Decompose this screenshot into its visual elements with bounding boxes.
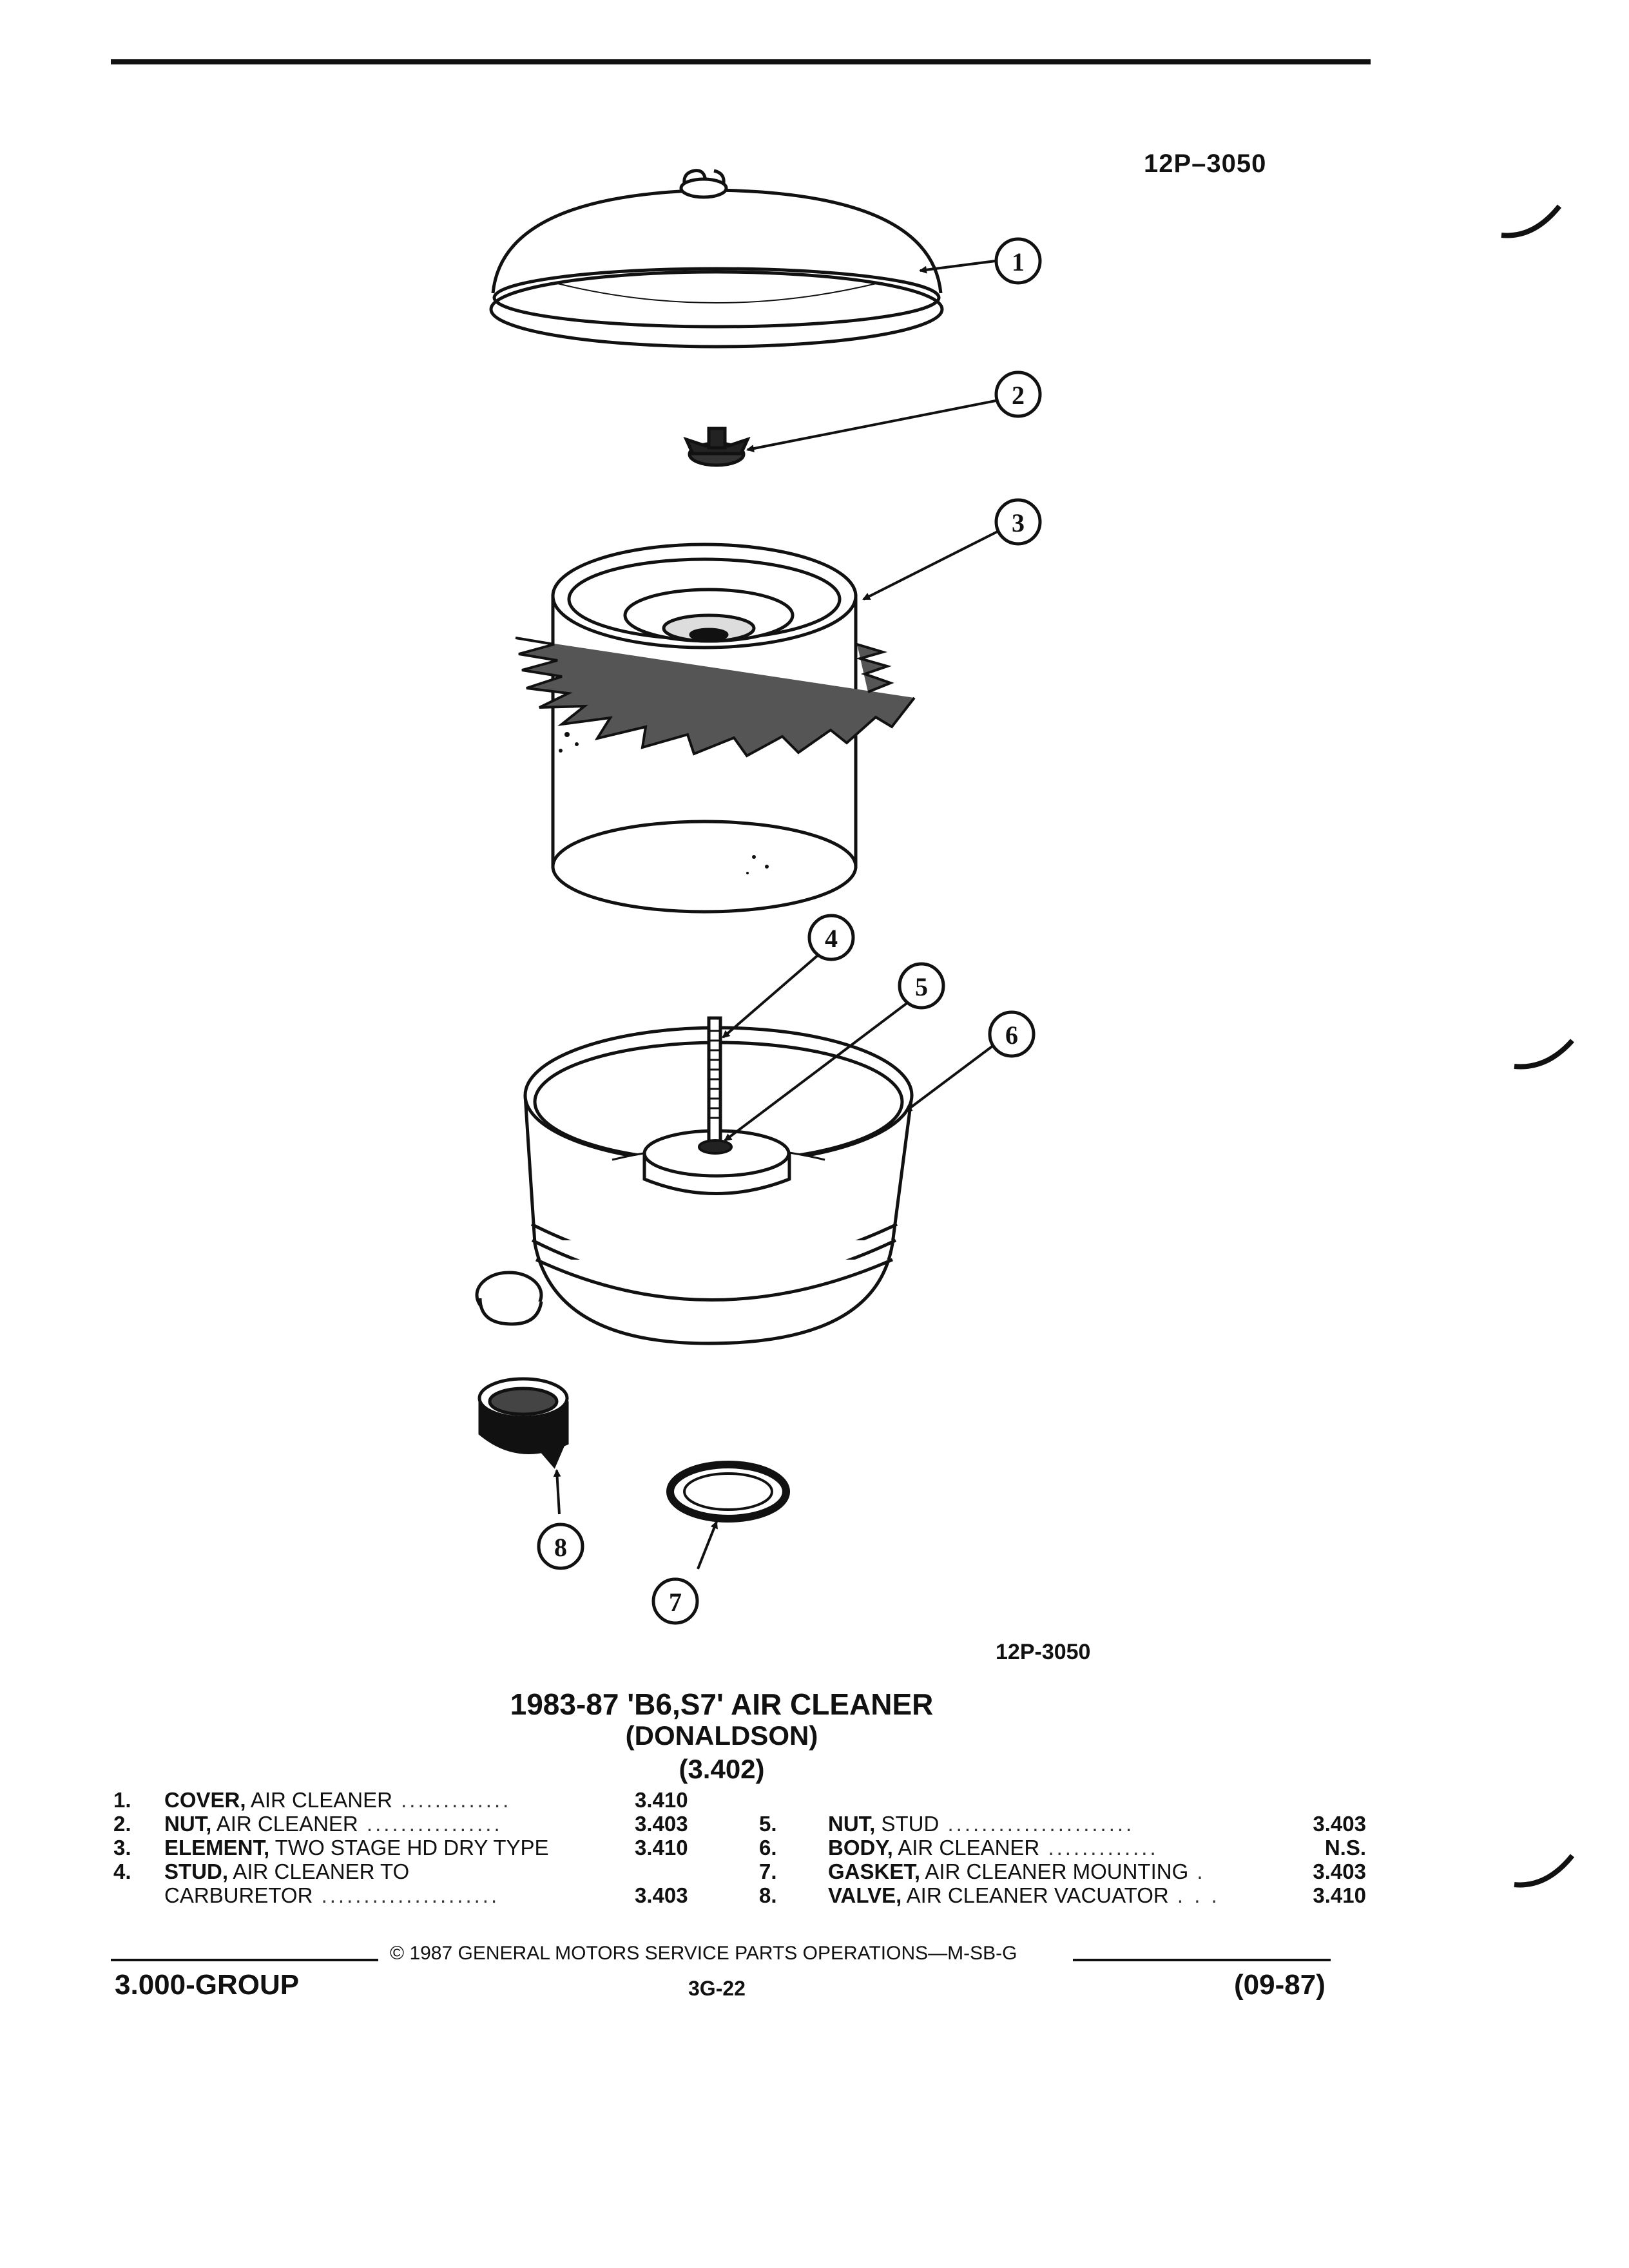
part-keyword: ELEMENT, (164, 1836, 270, 1860)
callout-3 (994, 498, 1042, 546)
part-reference: 3.403 (1313, 1860, 1366, 1883)
callout-6-label: 6 (1005, 1021, 1018, 1050)
part-reference: 3.403 (635, 1812, 688, 1836)
filter-element-part (515, 543, 916, 914)
air-cleaner-exploded-drawing: 1 2 3 4 5 6 7 8 (475, 169, 1042, 1625)
binder-hole-mark-top (1501, 204, 1562, 238)
leader-dots: ...................... (939, 1812, 1135, 1836)
part-number: 5. (759, 1812, 777, 1836)
stud-nut-part (698, 1139, 733, 1155)
leader-dots: ................ (358, 1812, 503, 1836)
footer-rule-left (111, 1959, 378, 1961)
callout-7 (651, 1577, 699, 1625)
part-reference: 3.410 (635, 1788, 688, 1812)
top-rule (111, 59, 1371, 64)
footer-page-number: 3G-22 (688, 1977, 746, 2000)
figure-code-bottom: 12P-3050 (996, 1640, 1091, 1664)
part-reference: 3.410 (635, 1836, 688, 1860)
leader-lines (553, 260, 998, 1570)
figure-code-top: 12P–3050 (1144, 149, 1267, 178)
cover-part (489, 169, 944, 349)
binder-hole-mark-middle (1514, 1039, 1574, 1070)
stud-part (707, 1016, 722, 1149)
part-reference: 3.403 (635, 1883, 688, 1907)
part-keyword: BODY, (828, 1836, 893, 1860)
part-reference: 3.410 (1313, 1883, 1366, 1907)
page-subtitle: (DONALDSON) (625, 1720, 818, 1751)
part-number: 2. (113, 1812, 131, 1836)
callout-5 (898, 962, 945, 1010)
part-description: AIR CLEANER TO (228, 1860, 410, 1883)
part-keyword: COVER, (164, 1788, 246, 1812)
callout-1-label: 1 (1012, 247, 1025, 276)
leader-dots: . (1188, 1860, 1206, 1883)
part-keyword: NUT, (164, 1812, 212, 1836)
footer-copyright: © 1987 GENERAL MOTORS SERVICE PARTS OPER… (390, 1943, 1017, 1964)
part-keyword: NUT, (828, 1812, 876, 1836)
part-keyword: VALVE, (828, 1883, 902, 1907)
page-title: 1983-87 'B6,S7' AIR CLEANER (510, 1687, 934, 1721)
part-number: 8. (759, 1883, 777, 1907)
callout-4 (807, 914, 855, 961)
part-description: AIR CLEANER MOUNTING (920, 1860, 1189, 1883)
part-description: AIR CLEANER (246, 1788, 392, 1812)
part-number: 1. (113, 1788, 131, 1812)
binder-hole-mark-bottom (1514, 1854, 1575, 1888)
part-reference: N.S. (1324, 1836, 1366, 1860)
part-number: 3. (113, 1836, 131, 1860)
part-description: CARBURETOR (164, 1883, 313, 1907)
part-number: 6. (759, 1836, 777, 1860)
leader-dots: ..................... (313, 1883, 500, 1907)
page-section-code: (3.402) (679, 1754, 765, 1784)
body-part (475, 1026, 914, 1345)
callout-1 (994, 237, 1042, 285)
leader-dots: . . . (1168, 1883, 1220, 1907)
callout-6 (988, 1010, 1036, 1058)
callout-2 (994, 370, 1042, 418)
callout-5-label: 5 (915, 972, 928, 1001)
part-description: AIR CLEANER (892, 1836, 1040, 1860)
footer-rule-right (1073, 1959, 1331, 1961)
callout-2-label: 2 (1012, 381, 1025, 410)
callout-7-label: 7 (669, 1588, 682, 1617)
part-description: STUD (875, 1812, 940, 1836)
wing-nut-part (683, 427, 751, 467)
leader-dots: ............. (392, 1788, 512, 1812)
callout-8-label: 8 (554, 1533, 567, 1562)
part-number: 7. (759, 1860, 777, 1883)
vacuator-valve-part (477, 1377, 569, 1469)
footer-date: (09-87) (1234, 1969, 1325, 2001)
callout-3-label: 3 (1012, 508, 1025, 537)
part-description: AIR CLEANER (211, 1812, 358, 1836)
part-description: TWO STAGE HD DRY TYPE (269, 1836, 549, 1860)
part-keyword: STUD, (164, 1860, 228, 1883)
part-reference: 3.403 (1313, 1812, 1366, 1836)
callout-8 (537, 1523, 584, 1570)
part-number: 4. (113, 1860, 131, 1883)
gasket-part (666, 1461, 790, 1523)
footer-group: 3.000-GROUP (115, 1969, 300, 2001)
part-description: AIR CLEANER VACUATOR (901, 1883, 1169, 1907)
leader-dots: ............. (1039, 1836, 1159, 1860)
callout-4-label: 4 (825, 924, 838, 953)
part-keyword: GASKET, (828, 1860, 921, 1883)
